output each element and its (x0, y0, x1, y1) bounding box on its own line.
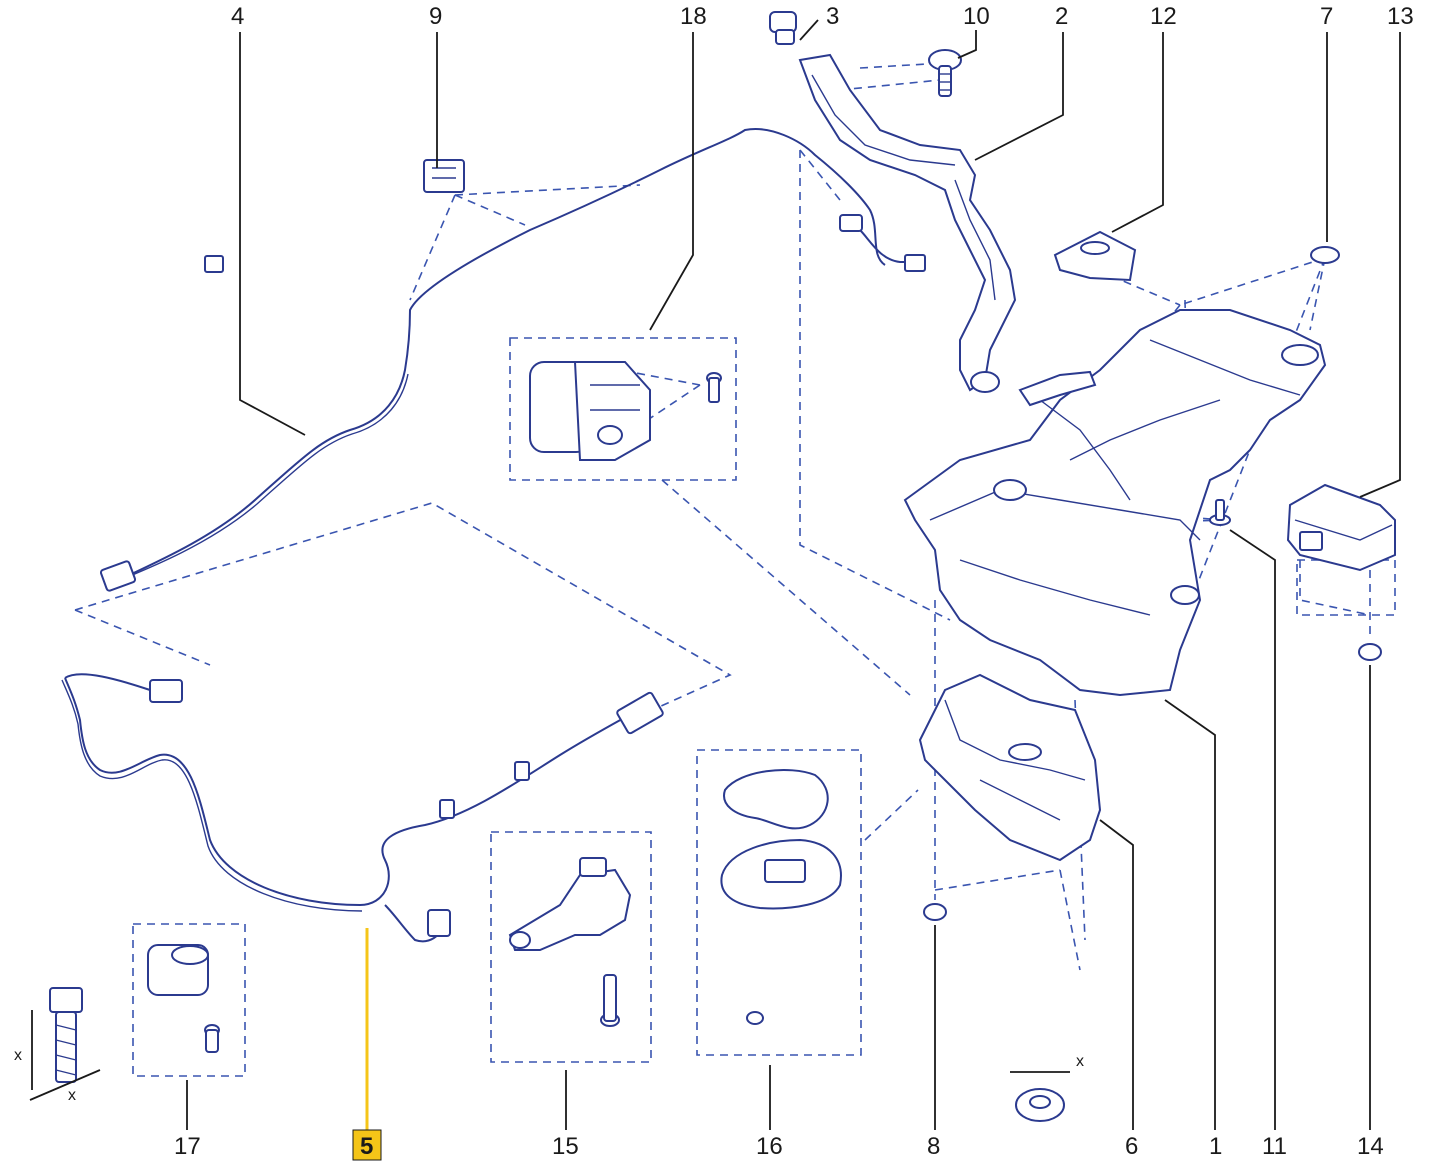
callout-5-highlight-box (352, 1129, 382, 1161)
dimension-x-vertical: x (14, 1047, 22, 1064)
callout-7: 7 (1320, 3, 1333, 30)
callout-8: 8 (927, 1133, 940, 1160)
dimension-x-horizontal: x (68, 1087, 76, 1104)
part-16-gasket-plate (720, 769, 842, 1025)
callout-18: 18 (680, 3, 707, 30)
callout-5: 5 (360, 1133, 373, 1160)
part-11-bolt (1209, 499, 1231, 526)
callout-11: 11 (1262, 1133, 1287, 1160)
part-17-sensor (147, 944, 220, 1053)
part-4-wiring-harness-upper (99, 128, 926, 592)
part-12-bracket (1053, 230, 1137, 282)
part-9-clip (423, 159, 465, 193)
part-15-valve (508, 857, 632, 1027)
part-5-wiring-harness-lower (61, 673, 664, 943)
callout-9: 9 (429, 3, 442, 30)
part-14-nut (1358, 643, 1382, 661)
callout-15: 15 (552, 1133, 579, 1160)
part-6-heat-shield (918, 673, 1102, 862)
part-7-clip (1310, 246, 1340, 264)
detail-boxes (132, 337, 1396, 1077)
part-2-filler-neck (798, 53, 1017, 393)
leader-lines (186, 19, 1401, 1130)
callout-10: 10 (963, 3, 990, 30)
callout-1: 1 (1209, 1133, 1222, 1160)
part-3-cap (769, 11, 797, 45)
callout-14: 14 (1357, 1133, 1384, 1160)
part-10-screw (928, 49, 962, 97)
part-1-tank (903, 309, 1327, 697)
callout-2: 2 (1055, 3, 1068, 30)
callout-12: 12 (1150, 3, 1177, 30)
part-18-pump (529, 361, 722, 461)
callout-17: 17 (174, 1133, 201, 1160)
callout-13: 13 (1387, 3, 1414, 30)
callout-6: 6 (1125, 1133, 1138, 1160)
callout-3: 3 (826, 3, 839, 30)
part-13-module (1286, 483, 1396, 572)
detail-nut-torque: x (1010, 1053, 1084, 1122)
dimension-x-nut: x (1076, 1053, 1084, 1070)
detail-screw-torque: x x (14, 987, 101, 1104)
callout-16: 16 (756, 1133, 783, 1160)
part-8-nut (923, 903, 947, 921)
callout-numbers: 4 9 18 3 10 2 12 7 13 17 5 15 16 8 6 1 1… (174, 3, 1414, 1161)
callout-4: 4 (231, 3, 244, 30)
